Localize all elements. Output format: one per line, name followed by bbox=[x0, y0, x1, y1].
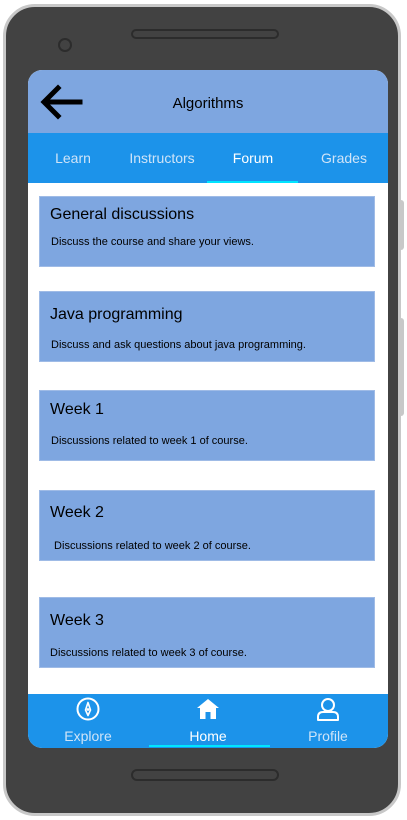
tab-grades[interactable]: Grades bbox=[321, 150, 367, 166]
forum-card-week-1[interactable]: Week 1 Discussions related to week 1 of … bbox=[39, 390, 375, 461]
app-bar: Algorithms bbox=[28, 70, 388, 133]
speaker-grille bbox=[131, 29, 279, 39]
forum-card-general[interactable]: General discussions Discuss the course a… bbox=[39, 196, 375, 267]
nav-profile[interactable]: Profile bbox=[268, 694, 388, 748]
nav-label: Profile bbox=[308, 728, 348, 744]
nav-home[interactable]: Home bbox=[148, 694, 268, 748]
active-nav-indicator bbox=[149, 745, 270, 747]
user-icon bbox=[317, 698, 339, 721]
compass-icon bbox=[76, 697, 100, 721]
forum-description: Discuss the course and share your views. bbox=[51, 236, 254, 248]
forum-title: Week 2 bbox=[50, 504, 104, 521]
camera-icon bbox=[58, 38, 72, 52]
forum-description: Discuss and ask questions about java pro… bbox=[51, 339, 306, 351]
back-button[interactable] bbox=[38, 82, 84, 122]
home-icon bbox=[197, 699, 219, 719]
forum-card-java[interactable]: Java programming Discuss and ask questio… bbox=[39, 291, 375, 362]
bottom-navigation: Explore Home Profile bbox=[28, 694, 388, 748]
volume-button[interactable] bbox=[398, 200, 404, 250]
active-tab-indicator bbox=[207, 181, 298, 183]
phone-frame: Algorithms Learn Instructors Forum Grade… bbox=[3, 4, 401, 816]
app-screen: Algorithms Learn Instructors Forum Grade… bbox=[28, 70, 388, 748]
nav-explore[interactable]: Explore bbox=[28, 694, 148, 748]
forum-title: General discussions bbox=[50, 206, 195, 223]
forum-description: Discussions related to week 2 of course. bbox=[51, 540, 251, 552]
tab-bar: Learn Instructors Forum Grades bbox=[28, 133, 388, 183]
power-button[interactable] bbox=[398, 318, 404, 416]
forum-description: Discussions related to week 3 of course. bbox=[50, 647, 247, 659]
forum-title: Week 3 bbox=[50, 612, 104, 629]
forum-card-week-3[interactable]: Week 3 Discussions related to week 3 of … bbox=[39, 597, 375, 668]
nav-label: Explore bbox=[64, 728, 112, 744]
arrow-left-icon bbox=[40, 84, 83, 120]
forum-card-week-2[interactable]: Week 2 Discussions related to week 2 of … bbox=[39, 490, 375, 561]
nav-label: Home bbox=[189, 728, 227, 744]
forum-description: Discussions related to week 1 of course. bbox=[51, 435, 248, 447]
tab-learn[interactable]: Learn bbox=[55, 150, 91, 166]
page-title: Algorithms bbox=[172, 95, 244, 112]
tab-instructors[interactable]: Instructors bbox=[129, 150, 195, 166]
device-home-button[interactable] bbox=[131, 769, 279, 781]
forum-list: General discussions Discuss the course a… bbox=[28, 183, 388, 694]
tab-forum[interactable]: Forum bbox=[232, 150, 274, 166]
forum-title: Java programming bbox=[50, 306, 183, 323]
forum-title: Week 1 bbox=[50, 401, 104, 418]
